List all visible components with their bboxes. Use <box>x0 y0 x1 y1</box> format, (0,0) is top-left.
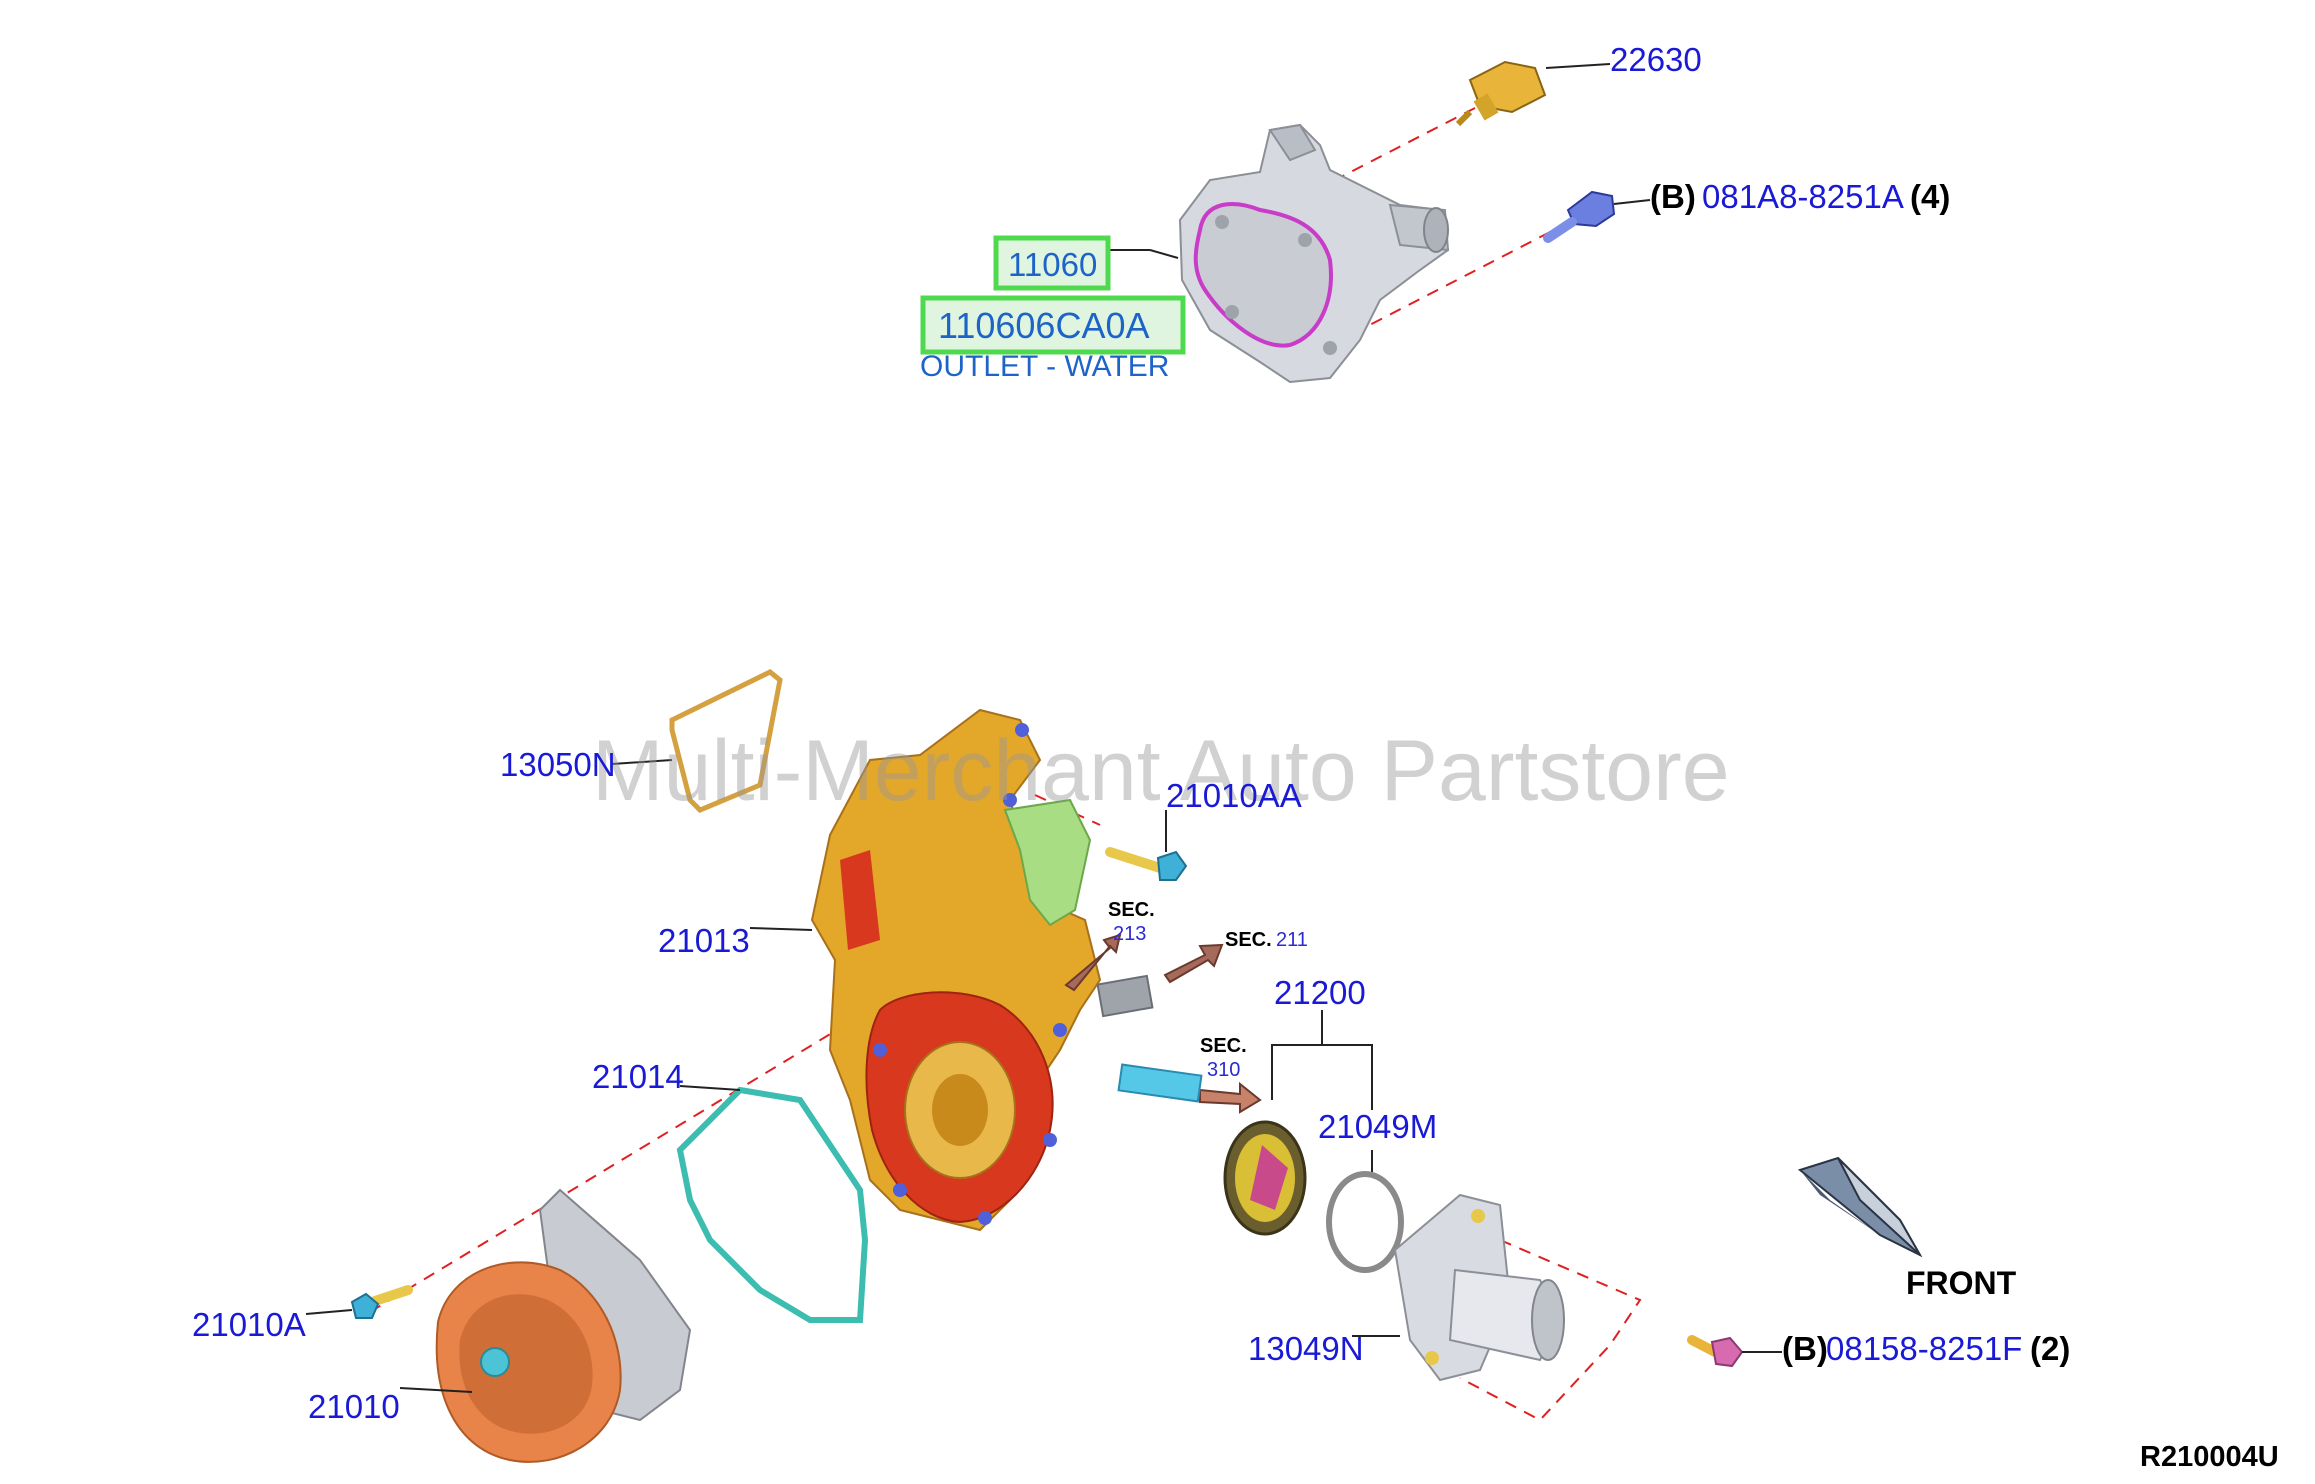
leader-line <box>305 1309 353 1315</box>
part-label-21010[interactable]: 21010 <box>308 1388 400 1425</box>
part-label-08158-8251f[interactable]: 08158-8251F <box>1826 1330 2022 1367</box>
diagram-code: R210004U <box>2140 1441 2279 1473</box>
alignment-line <box>1334 107 1476 181</box>
gasket-13050n[interactable] <box>669 669 783 813</box>
leader-line <box>1149 249 1179 259</box>
water-pump-housing[interactable] <box>810 708 1102 1232</box>
front-arrow-icon <box>1797 1156 1923 1258</box>
leader-line <box>1545 63 1611 69</box>
leader-line <box>749 927 813 931</box>
part-label-22630[interactable]: 22630 <box>1610 41 1702 78</box>
temperature-sensor-icon[interactable] <box>1455 60 1547 127</box>
sec-number-211[interactable]: 211 <box>1276 929 1308 951</box>
bracket-line <box>1322 1044 1373 1110</box>
watermark: Multi-Merchant Auto Partstore <box>592 723 1730 819</box>
sec-label: SEC. <box>1200 1035 1247 1057</box>
part-label-21010aa[interactable]: 21010AA <box>1166 777 1302 814</box>
water-pump[interactable] <box>435 1188 692 1463</box>
leader-line <box>399 1387 473 1393</box>
part-label-21013[interactable]: 21013 <box>658 922 750 959</box>
water-outlet-housing[interactable] <box>1178 123 1450 384</box>
sec-number-213[interactable]: 213 <box>1113 923 1146 945</box>
bolt-qty-upper: (4) <box>1910 178 1950 215</box>
water-pump-assembly <box>305 669 1923 1463</box>
thermostat[interactable] <box>1223 1120 1307 1236</box>
highlight-frame-part-number <box>920 295 1186 355</box>
bolt-tag-lower: (B) <box>1782 1330 1828 1367</box>
o-ring[interactable] <box>1326 1171 1404 1273</box>
bracket[interactable] <box>1003 798 1092 927</box>
part-label-21014[interactable]: 21014 <box>592 1058 684 1095</box>
part-description: OUTLET - WATER <box>920 350 1169 383</box>
thermostat-housing[interactable] <box>1393 1193 1565 1382</box>
part-label-21200[interactable]: 21200 <box>1274 974 1366 1011</box>
part-label-21010a[interactable]: 21010A <box>192 1306 306 1343</box>
part-label-21049m[interactable]: 21049M <box>1318 1108 1437 1145</box>
part-label-081a8-8251a[interactable]: 081A8-8251A <box>1702 178 1904 215</box>
alignment-line <box>1359 231 1551 331</box>
sec-number-310[interactable]: 310 <box>1207 1059 1240 1081</box>
section-arrow-213[interactable] <box>1064 933 1122 992</box>
alignment-line <box>1459 1239 1642 1422</box>
front-label: FRONT <box>1906 1265 2017 1301</box>
sec-label: SEC. <box>1108 899 1155 921</box>
part-label-13050n[interactable]: 13050N <box>500 746 616 783</box>
bracket-line <box>1271 1010 1323 1100</box>
section-arrow-211[interactable] <box>1163 943 1224 984</box>
bolt-icon[interactable] <box>1687 1335 1744 1368</box>
leader-line <box>1613 199 1651 205</box>
leader-line <box>611 759 673 765</box>
bolt-icon[interactable] <box>1105 847 1188 881</box>
pump-gasket[interactable] <box>676 1086 869 1323</box>
section-arrow-310[interactable] <box>1199 1081 1262 1114</box>
leader-line <box>679 1085 741 1091</box>
highlight-frame-part <box>993 235 1111 291</box>
alignment-line <box>369 1009 871 1313</box>
bolt-icon[interactable] <box>1543 190 1616 243</box>
alignment-line <box>1034 794 1101 826</box>
bolt-tag-upper: (B) <box>1650 178 1696 215</box>
labels: 22630 (B) 081A8-8251A (4) 11060 110606CA… <box>192 41 2279 1473</box>
bolt-icon[interactable] <box>350 1285 413 1319</box>
bolt-qty-lower: (2) <box>2030 1330 2070 1367</box>
part-label-13049n[interactable]: 13049N <box>1248 1330 1364 1367</box>
housing-pipe <box>1096 974 1203 1103</box>
part-label-11060[interactable]: 11060 <box>1008 246 1097 283</box>
part-number-label[interactable]: 110606CA0A <box>938 305 1150 346</box>
sec-label: SEC. <box>1225 929 1272 951</box>
water-outlet-assembly <box>920 60 1651 384</box>
